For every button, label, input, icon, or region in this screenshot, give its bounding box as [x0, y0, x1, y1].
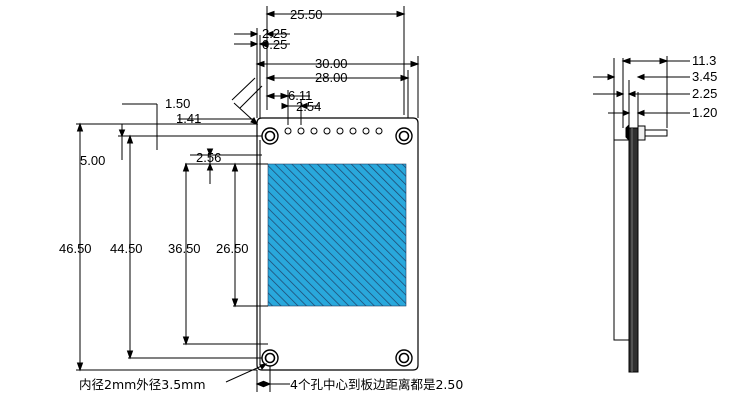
label-25-50: 25.50 [290, 7, 323, 22]
mounting-hole-top-right [395, 127, 413, 145]
label-3-45: 3.45 [692, 69, 717, 84]
side-header-base [637, 125, 646, 141]
side-view [593, 56, 690, 373]
front-view [76, 6, 420, 392]
label-30-00: 30.00 [315, 56, 348, 71]
side-header-pin [644, 129, 668, 137]
dim-arrows [265, 10, 406, 18]
label-36-50: 36.50 [168, 241, 201, 256]
label-side-2-25: 2.25 [692, 86, 717, 101]
note-hole-size: 内径2mm外径3.5mm [79, 377, 206, 392]
mounting-hole-bottom-left [261, 349, 279, 367]
side-pcb [628, 127, 639, 373]
header-pins [284, 127, 383, 135]
lcd-screen [267, 163, 407, 307]
hole-note-leader [225, 363, 267, 383]
mounting-hole-bottom-right [395, 349, 413, 367]
label-28-00: 28.00 [315, 70, 348, 85]
label-44-50: 44.50 [110, 241, 143, 256]
mounting-hole-top-left [261, 127, 279, 145]
label-6-11: 6.11 [288, 88, 312, 103]
label-1-41: 1.41 [176, 111, 201, 126]
front-view-labels: 25.50 2.25 0.25 30.00 28.00 6.11 2.54 1.… [59, 7, 463, 392]
label-5-00: 5.00 [80, 153, 105, 168]
label-26-50: 26.50 [216, 241, 249, 256]
pcb-outline [256, 117, 419, 371]
label-2-56: 2.56 [196, 150, 221, 165]
label-11-3: 11.3 [692, 53, 716, 68]
side-connector [625, 123, 630, 142]
label-46-50: 46.50 [59, 241, 92, 256]
side-view-labels: 11.3 3.45 2.25 1.20 [692, 53, 717, 120]
label-0-25: 0.25 [262, 37, 287, 52]
label-1-50: 1.50 [165, 96, 190, 111]
note-hole-position: 4个孔中心到板边距离都是2.50 [290, 377, 463, 392]
label-2-54: 2.54 [296, 99, 321, 114]
side-screen-layer [613, 139, 630, 341]
label-2-25: 2.25 [262, 26, 287, 41]
label-1-20: 1.20 [692, 105, 717, 120]
chamfer-ext [231, 77, 256, 101]
